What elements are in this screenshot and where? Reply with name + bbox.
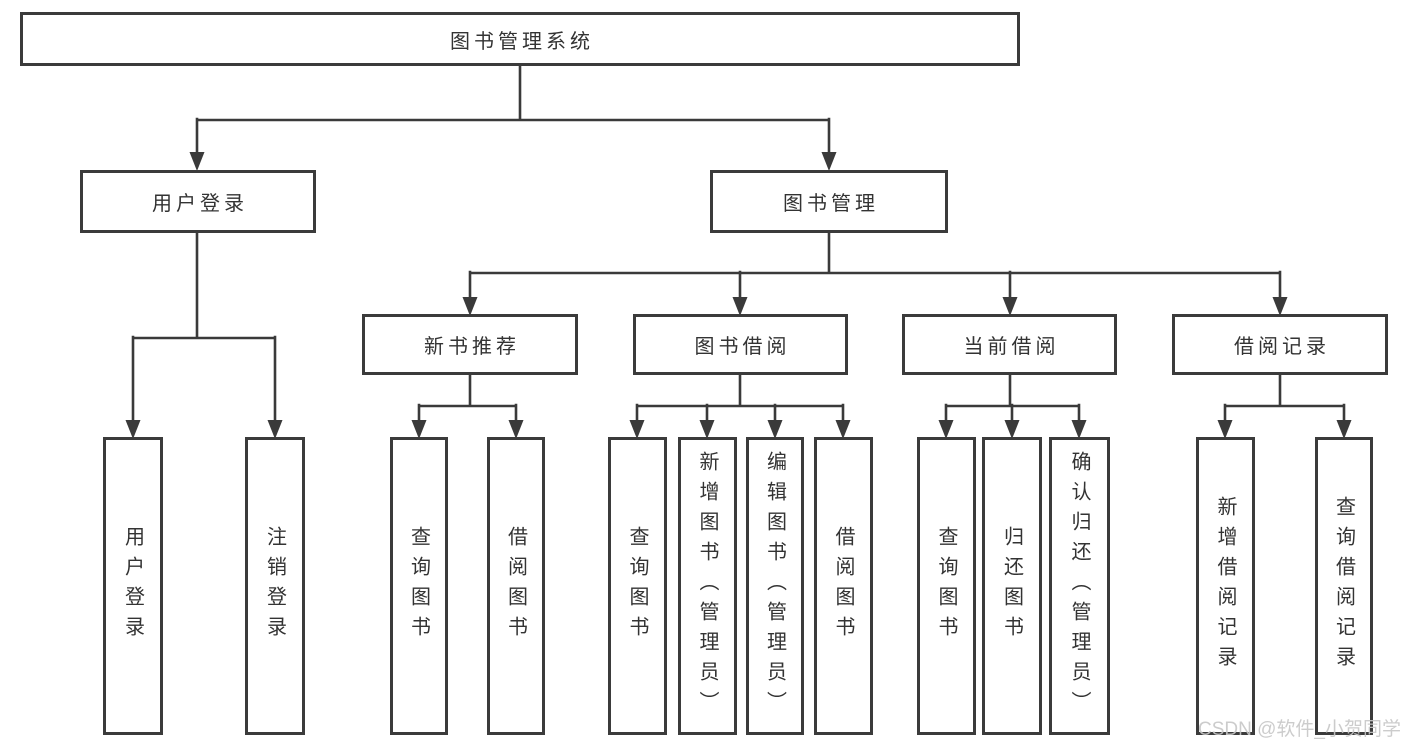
node-label: 用户登录	[121, 526, 144, 646]
node-query-books-recommend: 查询图书	[390, 437, 448, 735]
node-borrowing-records: 借阅记录	[1172, 314, 1388, 375]
node-label: 归还图书	[1000, 526, 1023, 646]
node-label: 借阅图书	[504, 526, 527, 646]
node-book-management: 图书管理	[710, 170, 948, 233]
connector-book-management	[468, 231, 1282, 302]
node-label: 查询借阅记录	[1332, 496, 1355, 676]
connector-root	[195, 62, 831, 157]
node-query-borrow-record: 查询借阅记录	[1315, 437, 1373, 735]
node-confirm-return-admin: 确认归还（管理员）	[1049, 437, 1110, 735]
connector-borrowing-records	[1223, 372, 1346, 424]
node-label: 借阅记录	[1234, 336, 1330, 358]
node-new-book-recommendation: 新书推荐	[362, 314, 578, 375]
node-edit-books-admin: 编辑图书（管理员）	[746, 437, 804, 735]
node-label: 新增图书（管理员）	[696, 451, 718, 721]
node-label: 注销登录	[263, 526, 286, 646]
node-label: 新增借阅记录	[1214, 496, 1236, 676]
connector-user-login	[131, 231, 277, 424]
node-label: 新书推荐	[424, 336, 520, 358]
node-label: 图书管理	[783, 193, 879, 215]
node-logout: 注销登录	[245, 437, 305, 735]
node-label: 图书管理系统	[450, 30, 594, 53]
node-user-login: 用户登录	[80, 170, 316, 233]
node-query-books-borrowing: 查询图书	[608, 437, 667, 735]
node-add-borrow-record: 新增借阅记录	[1196, 437, 1255, 735]
connector-book-borrowing	[635, 372, 845, 424]
node-label: 借阅图书	[832, 526, 854, 646]
node-label: 用户登录	[152, 193, 248, 215]
connector-current-borrowing	[944, 372, 1081, 424]
node-label: 确认归还（管理员）	[1068, 451, 1090, 721]
node-label: 查询图书	[935, 526, 957, 646]
node-current-borrowing: 当前借阅	[902, 314, 1117, 375]
node-query-books-current: 查询图书	[917, 437, 976, 735]
node-borrow-books-borrowing: 借阅图书	[814, 437, 873, 735]
node-borrow-books-recommend: 借阅图书	[487, 437, 545, 735]
node-book-borrowing: 图书借阅	[633, 314, 848, 375]
node-label: 编辑图书（管理员）	[763, 451, 786, 721]
connector-new-book	[417, 372, 518, 424]
node-library-management-system: 图书管理系统	[20, 12, 1020, 66]
node-user-login-leaf: 用户登录	[103, 437, 163, 735]
node-label: 当前借阅	[963, 336, 1060, 358]
node-label: 查询图书	[407, 526, 430, 646]
node-label: 图书借阅	[694, 336, 791, 358]
node-return-books: 归还图书	[982, 437, 1042, 735]
node-add-books-admin: 新增图书（管理员）	[678, 437, 737, 735]
csdn-watermark: CSDN @软件_小贺同学	[1198, 719, 1401, 740]
arrowheads	[125, 152, 1352, 439]
node-label: 查询图书	[626, 526, 648, 646]
